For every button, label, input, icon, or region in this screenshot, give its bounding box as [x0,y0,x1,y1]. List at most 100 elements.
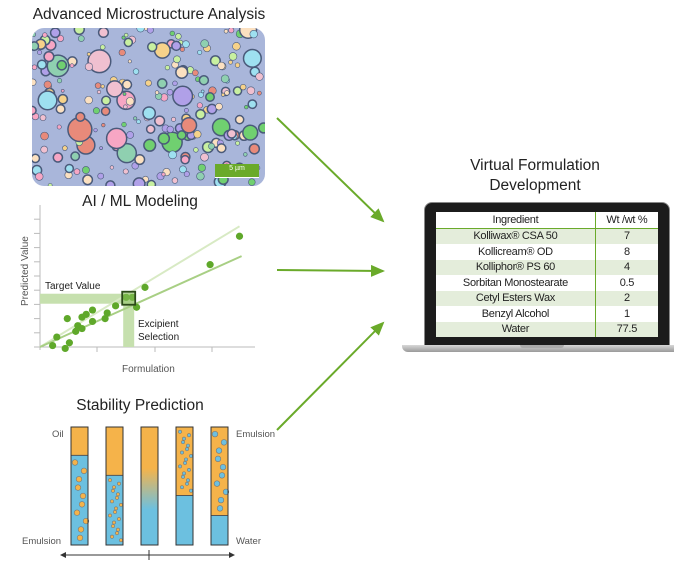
emulsion-right-label: Emulsion [236,429,276,440]
droplet [184,108,189,113]
data-point [101,315,109,323]
droplet [184,457,188,462]
droplet [186,443,190,448]
excipient-band [123,293,135,347]
data-point [112,302,120,310]
microstructure-image: 5 µm [32,28,265,186]
droplet [123,37,134,48]
droplet [55,103,66,115]
microstructure-title: Advanced Microstructure Analysis [32,6,266,23]
water-phase [211,515,228,545]
droplet [70,151,81,162]
droplet [78,501,86,508]
droplet [215,102,223,111]
modeling-title: AI / ML Modeling [82,193,198,210]
tube [105,426,124,546]
droplet [32,41,40,52]
ingredient-cell: Benzyl Alcohol [436,306,596,322]
droplet [220,439,228,446]
droplet [172,85,194,107]
droplet [121,79,133,90]
droplet [110,534,114,539]
droplet [145,124,156,134]
droplet [105,80,124,98]
droplet [180,116,198,134]
droplet [114,506,118,511]
droplet [49,28,61,39]
droplet [96,89,102,95]
ingredient-cell: Water [436,321,596,337]
droplet [257,122,265,134]
droplet [56,59,68,71]
droplet [181,440,185,445]
ingredient-cell: Kollicream® OD [436,244,596,260]
droplet [214,455,222,462]
arrow-microstructure [276,117,385,223]
selection-label: Selection [138,332,180,343]
data-point [78,324,86,333]
droplet [200,89,205,94]
droplet [37,49,43,55]
droplet [240,83,247,91]
droplet [100,95,112,106]
droplet [171,40,182,52]
droplet [122,92,127,96]
droplet [244,104,249,110]
droplet [257,90,262,96]
wt-cell: 7 [595,228,658,244]
droplet [86,52,91,57]
droplet [71,459,79,466]
laptop-notch [520,345,564,348]
droplet [40,131,49,141]
droplet [116,492,120,497]
droplet [235,140,240,146]
droplet [75,476,83,483]
droplet [108,478,112,483]
droplet [211,431,219,438]
droplet [182,471,186,476]
wt-cell: 0.5 [619,276,635,289]
data-point [49,341,57,350]
wt-cell: 1 [623,307,630,320]
droplet [93,128,98,133]
droplet [164,65,170,71]
droplet [115,495,119,500]
droplet-micrograph [32,28,265,186]
droplet [216,143,227,154]
droplet [180,450,184,455]
oil-phase [106,427,123,476]
droplet [73,168,81,175]
prediction-chart [34,205,255,353]
droplet [57,78,63,84]
data-point [82,310,90,318]
stability-title: Stability Prediction [76,397,204,414]
emulsion-left-label: Emulsion [22,536,62,547]
droplet [172,80,178,87]
droplet [142,106,157,121]
water-label: Water [236,536,261,547]
droplet [183,461,187,465]
droplet [136,119,141,124]
droplet [243,152,248,157]
droplet [74,484,82,491]
droplet [76,534,84,541]
arrow-stability [276,321,385,431]
droplet [181,474,185,479]
ingredient-cell: Sorbitan Monostearate [436,275,596,291]
x-axis-label: Formulation [122,364,175,375]
droplet [200,39,209,48]
droplet [234,62,241,68]
droplet [171,116,177,122]
droplet [197,49,203,55]
droplet [110,499,114,504]
droplet [222,488,230,495]
droplet [217,61,226,70]
droplet [84,62,94,71]
droplet [183,171,190,178]
header-wt: Wt /wt % [595,212,658,229]
droplet [39,114,47,121]
target-value-label: Target Value [45,281,101,292]
droplet [64,163,75,174]
